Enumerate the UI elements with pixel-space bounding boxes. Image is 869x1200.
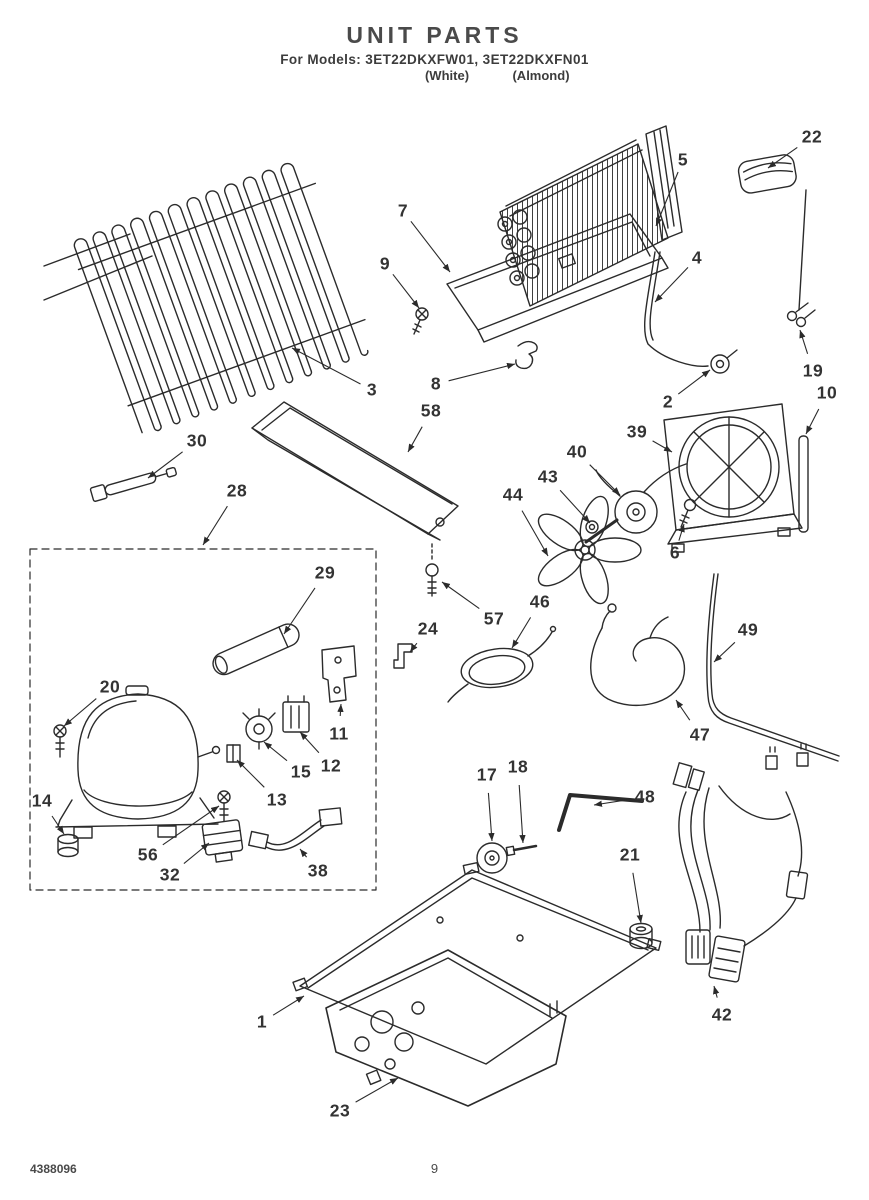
grommet-14 [57, 833, 79, 858]
fan-motor-40 [584, 463, 687, 544]
diagram-header: UNIT PARTS For Models: 3ET22DKXFW01, 3ET… [0, 22, 869, 85]
hex-key-48 [557, 793, 644, 832]
models-line: For Models: 3ET22DKXFW01, 3ET22DKXFN01 [280, 52, 589, 67]
tube-ends [497, 209, 540, 286]
start-relay-32 [201, 819, 244, 863]
overload-protector-15 [242, 708, 276, 750]
compressor-body [55, 685, 221, 839]
mounting-clip-13 [226, 744, 241, 763]
condenser-coil [43, 158, 370, 434]
clip-8 [515, 340, 538, 370]
clip-24 [393, 643, 413, 669]
relay-12 [282, 695, 310, 733]
screw-56 [217, 790, 231, 822]
drier-tube-30 [89, 466, 177, 502]
doc-number: 4388096 [30, 1162, 77, 1176]
wire-clip-19 [786, 189, 816, 328]
almond-variant-label: (Almond) [512, 68, 570, 83]
axle-pin-18 [505, 844, 538, 857]
drain-trough-58 [251, 401, 459, 541]
tube-loop-47 [590, 603, 686, 707]
fan-shroud-39 [663, 403, 803, 553]
cover-22 [737, 154, 797, 194]
variant-row: (White) (Almond) [0, 68, 869, 85]
tube-49 [706, 573, 840, 762]
compressor-compartment-outline-28 [29, 548, 377, 891]
drier-29 [212, 623, 300, 676]
base-pan-23 [325, 949, 567, 1107]
trim-strip-10 [798, 435, 809, 533]
page-number: 9 [430, 1161, 439, 1176]
bracket-11 [321, 645, 357, 703]
unit-base-1 [292, 861, 662, 1065]
white-variant-label: (White) [424, 68, 470, 83]
screw-9 [412, 307, 429, 335]
fins-texture [500, 144, 668, 306]
compressor-mounting-plate-7 [446, 213, 669, 343]
fan-hub-43 [585, 520, 599, 534]
tube-4 [643, 251, 738, 374]
page-title: UNIT PARTS [346, 22, 523, 48]
grommet-2 [710, 354, 730, 374]
capillary-coil-46 [447, 625, 557, 703]
wire-harness-42 [672, 743, 809, 983]
screw-57 [425, 543, 439, 597]
roller-17 [476, 842, 508, 874]
fan-blade-44 [537, 495, 642, 605]
jumper-harness-38 [248, 807, 343, 851]
screw-20 [53, 724, 67, 758]
screw-6 [679, 498, 697, 528]
